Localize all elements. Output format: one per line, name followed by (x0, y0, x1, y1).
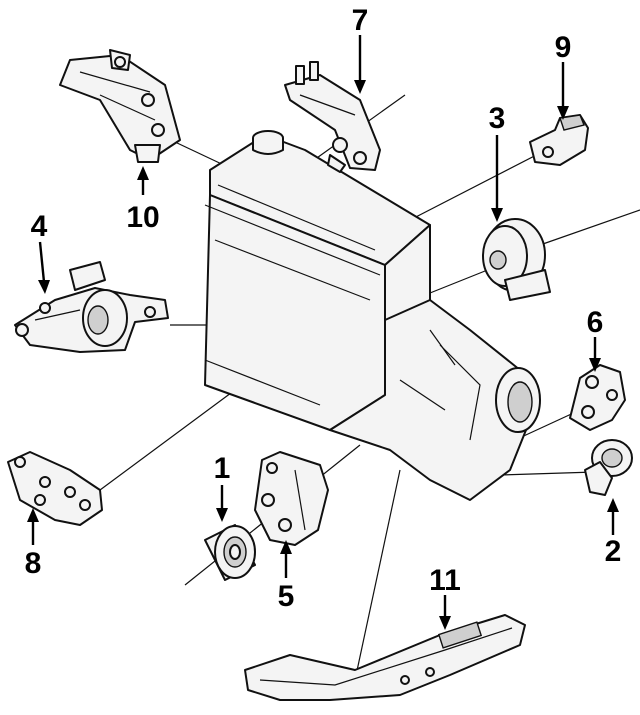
callout-10: 10 (126, 201, 159, 234)
callout-arrows (27, 35, 619, 630)
mount-bracket-6 (569, 364, 626, 431)
mount-insulator-3 (482, 218, 551, 301)
callout-2: 2 (605, 535, 622, 568)
mount-insulator-2 (584, 439, 633, 496)
callout-1: 1 (214, 452, 231, 485)
callout-9: 9 (555, 31, 572, 64)
bushing-1 (204, 524, 256, 581)
crossmember-11 (244, 614, 526, 701)
mount-assembly-4 (14, 261, 169, 353)
callout-5: 5 (278, 580, 295, 613)
callout-4: 4 (31, 210, 48, 243)
mount-plate-8 (7, 451, 103, 526)
callout-8: 8 (25, 547, 42, 580)
engine-block (204, 130, 541, 501)
mount-bracket-9 (529, 114, 589, 166)
callout-6: 6 (587, 306, 604, 339)
mount-bracket-7 (284, 61, 381, 173)
mount-bracket-10 (59, 49, 181, 163)
callout-7: 7 (352, 4, 369, 37)
callout-3: 3 (489, 102, 506, 135)
callout-11: 11 (429, 564, 461, 597)
callout-labels: 1 2 3 4 5 6 7 8 9 10 11 (25, 4, 622, 613)
mount-bracket-5 (254, 451, 329, 546)
